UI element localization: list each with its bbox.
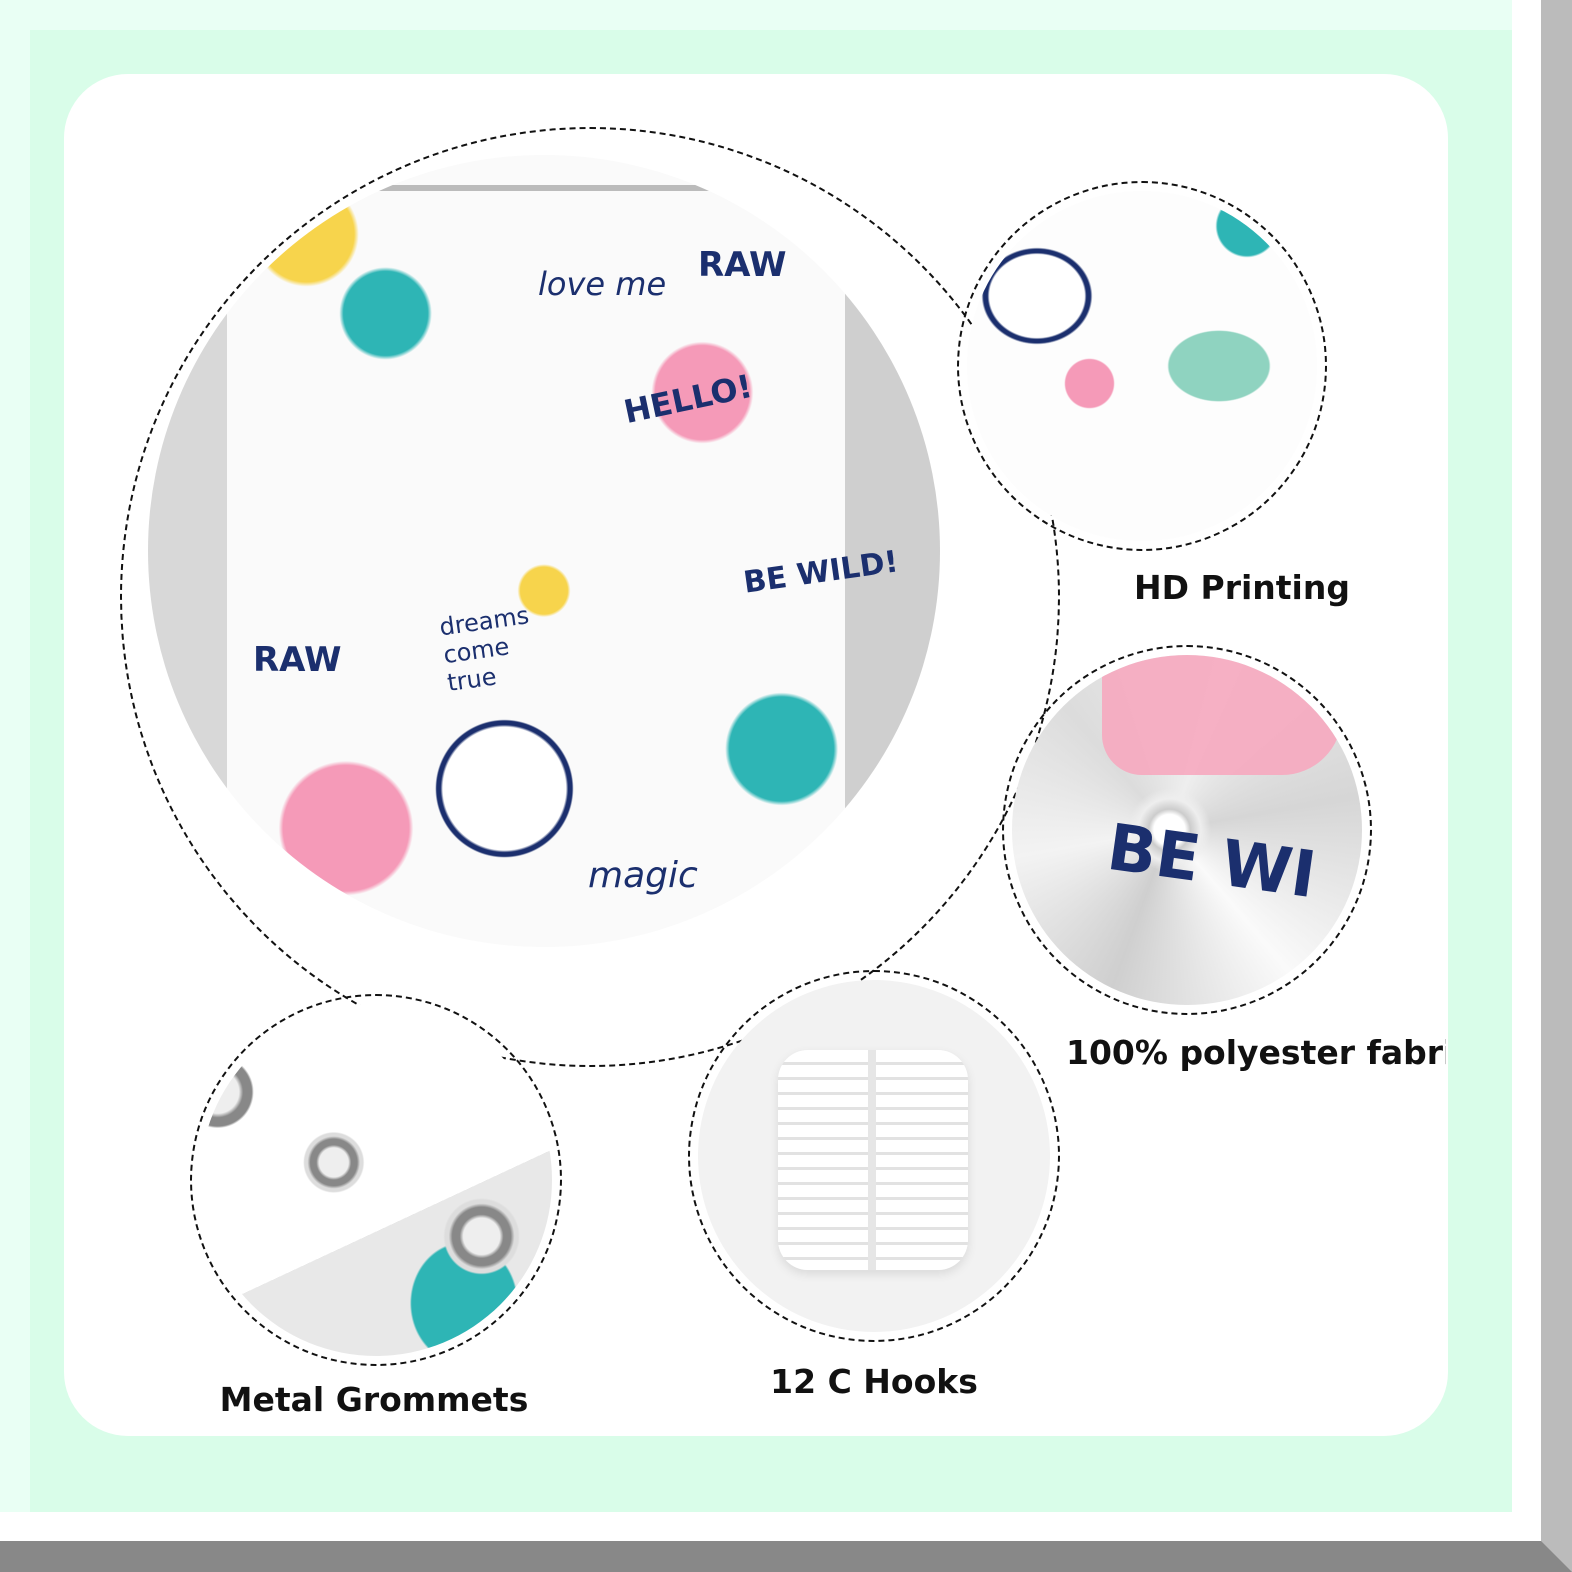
- pink-print: [1102, 655, 1342, 775]
- polyester-ring: [1002, 645, 1372, 1015]
- polyester-photo: BE WI: [1012, 655, 1362, 1005]
- hd-printing-ring: [957, 181, 1327, 551]
- feature-label: 12 C Hooks: [770, 1362, 978, 1401]
- print-text: RAW: [698, 245, 787, 285]
- print-text: love me: [538, 265, 667, 303]
- curtain-photo: love me RAW HELLO! BE WILD! dreams come …: [148, 155, 940, 947]
- print-text: RAW: [253, 640, 342, 680]
- curtain-rod: [148, 185, 940, 191]
- hooks-photo: [698, 980, 1050, 1332]
- frame-edge: [0, 1512, 1541, 1541]
- print-text: dreams come true: [437, 601, 531, 697]
- grommets-ring: [190, 994, 562, 1366]
- frame-shadow: [1541, 0, 1572, 1572]
- feature-label: 100% polyester fabric: [1066, 1033, 1446, 1072]
- feature-label: Metal Grommets: [219, 1380, 529, 1419]
- print-text: BE WI: [1102, 810, 1321, 914]
- frame-shadow: [0, 1541, 1572, 1572]
- hooks-ring: [688, 970, 1060, 1342]
- main-dashed-ring: [120, 127, 1060, 1067]
- hook-gap: [868, 1050, 876, 1270]
- print-text: HELLO!: [620, 366, 756, 432]
- frame-edge: [1512, 0, 1541, 1541]
- print-text: magic: [588, 855, 698, 896]
- hd-printing-photo: [967, 191, 1317, 541]
- print-text: BE WILD!: [741, 544, 901, 601]
- grommets-photo: [200, 1004, 552, 1356]
- feature-label: HD Printing: [1134, 568, 1350, 607]
